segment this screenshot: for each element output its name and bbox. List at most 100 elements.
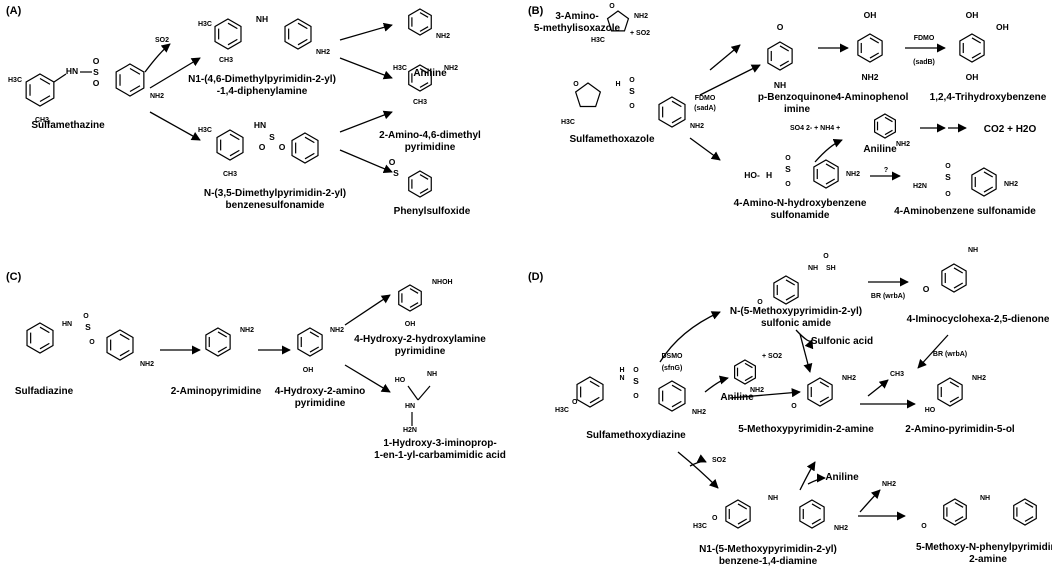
methyl-group: CH3	[35, 117, 49, 124]
compound-iminocyclohexadienone: 4-Iminocyclohexa-2,5-dienone	[907, 314, 1050, 325]
arrow-to-aniline-a	[339, 22, 393, 41]
double-bond	[304, 152, 315, 160]
double-bond	[825, 178, 836, 185]
double-bond	[825, 163, 836, 170]
amine-group: NH2	[692, 409, 706, 416]
amine-group: NH2	[330, 327, 344, 334]
compound-aniline-d2: Aniline	[825, 472, 859, 483]
double-bond	[671, 116, 682, 124]
branch-arrow-aniline-d2	[807, 473, 826, 485]
benzene-ring	[106, 329, 134, 361]
double-bond	[953, 282, 964, 289]
double-bond	[953, 267, 964, 274]
methyl-group: CH3	[413, 99, 427, 106]
compound-sulfonic-acid: Sulfonic acid	[811, 336, 873, 347]
branch-arrow-so2	[144, 43, 171, 73]
sulfur-atom: S	[629, 86, 635, 96]
methyl-group: H3C	[555, 407, 569, 414]
oxygen-atom: O	[279, 142, 286, 152]
methyl-group: H3C	[393, 65, 407, 72]
arrow-to-sulfonic-amide	[659, 311, 721, 363]
amine-group: NH	[256, 14, 268, 24]
compound-benzoquinone-imine-line2: imine	[784, 104, 811, 115]
pyrimidine-ring	[26, 322, 54, 354]
oxygen-atom: O	[777, 22, 784, 32]
enzyme-fdmo-a: FDMO	[695, 95, 716, 102]
methyl-group: H3C	[591, 37, 605, 44]
arrow-to-hydroxylamine-pyrimidine	[344, 294, 391, 326]
double-bond	[869, 37, 880, 44]
pyrimidine-ring	[398, 284, 422, 312]
oxygen-atom: O	[945, 163, 951, 170]
panel-label-a: (A)	[6, 5, 22, 17]
double-bond	[217, 346, 228, 353]
double-bond	[229, 149, 240, 157]
isoxazole-ring	[574, 82, 602, 108]
double-bond	[983, 186, 994, 193]
compound-hydroxylamine-pyrimidine-line2: pyrimidine	[395, 346, 446, 357]
amine-group: NH	[768, 495, 778, 502]
oxygen-atom: O	[823, 253, 829, 260]
amine-group: HN	[405, 403, 415, 410]
compound-aminodimethylpyrimidine-line1: 2-Amino-4,6-dimethyl	[379, 130, 481, 141]
double-bond	[869, 52, 880, 59]
double-bond	[39, 77, 51, 85]
double-bond	[971, 37, 982, 44]
so2-byproduct: + SO2	[630, 30, 650, 37]
oxygen-atom: O	[389, 157, 396, 167]
chemical-structures	[25, 8, 1037, 529]
imine-group: NH	[774, 80, 786, 90]
enzyme-gene-sfng: (sfnG)	[662, 365, 683, 372]
benzene-ring	[658, 380, 686, 412]
benzene-ring	[971, 167, 997, 197]
methyl-byproduct: CH3	[890, 371, 904, 378]
methyl-group: CH3	[223, 171, 237, 178]
double-bond	[409, 288, 419, 294]
compound-labels: (A)(B)(C)(D)SulfamethazineN1-(4,6-Dimeth…	[6, 5, 1052, 567]
amine-group: NH2	[316, 49, 330, 56]
double-bond	[129, 85, 141, 93]
benzene-ring	[408, 8, 432, 36]
compound-aminobenzene-sulfonamide: 4-Aminobenzene sulfonamide	[894, 206, 1036, 217]
compound-methoxypyrimidinamine: 5-Methoxypyrimidin-2-amine	[738, 424, 874, 435]
compound-sulfonic-amide-line1: N-(5-Methoxypyrimidin-2-yl)	[730, 306, 862, 317]
arrow-to-benzene-diamine	[677, 451, 719, 489]
double-bond	[227, 38, 238, 46]
compound-aminophenol: 4-Aminophenol	[836, 92, 909, 103]
double-bond	[227, 22, 238, 30]
methyl-group: CH3	[219, 57, 233, 64]
panel-label-b: (B)	[528, 5, 544, 17]
arrow-to-carbamimidic-acid	[344, 364, 391, 393]
pyrimidine-ring	[25, 73, 55, 107]
unknown-step-mark: ?	[884, 167, 888, 174]
double-bond	[744, 375, 753, 382]
double-bond	[419, 26, 429, 32]
pyrimidine-ring	[214, 18, 242, 50]
bond	[417, 385, 431, 401]
double-bond	[744, 362, 753, 369]
compound-hydroxybenzene-sulfonamide-line2: sulfonamide	[771, 210, 830, 221]
amine-group: H2N	[403, 427, 417, 434]
compound-benzene-diamine-line2: benzene-1,4-diamine	[719, 556, 818, 567]
compound-aniline-a: Aniline	[413, 68, 447, 79]
compound-phenylpyrimidinamine-line2: 2-amine	[969, 554, 1007, 565]
compound-diphenylamine-line2: -1,4-diphenylamine	[217, 86, 308, 97]
sulfur-atom: S	[785, 164, 791, 174]
oxygen-atom: O	[572, 399, 578, 406]
compound-hydroxylamine-pyrimidine-line1: 4-Hydroxy-2-hydroxylamine	[354, 334, 486, 345]
oxygen-atom: O	[83, 313, 89, 320]
compound-benzoquinone-imine-line1: p-Benzoquinone	[758, 92, 837, 103]
compound-aminopyrimidinol: 2-Amino-pyrimidin-5-ol	[905, 424, 1015, 435]
amine-group: NH2	[444, 65, 458, 72]
compound-aniline-b: Aniline	[863, 144, 897, 155]
benzene-ring	[284, 18, 312, 50]
thiol-group: SH	[826, 265, 836, 272]
nitrogen-atom: N	[619, 375, 624, 382]
sulfate-ammonium-byproduct: SO4 2- + NH4 +	[790, 125, 840, 132]
arrow-sulfamethazine-to-sulfonamide	[149, 111, 201, 141]
methyl-group: H3C	[8, 77, 22, 84]
pyrimidine-ring	[943, 498, 967, 526]
amine-group: HN	[62, 321, 72, 328]
hydroxyl-group: OH	[966, 10, 979, 20]
